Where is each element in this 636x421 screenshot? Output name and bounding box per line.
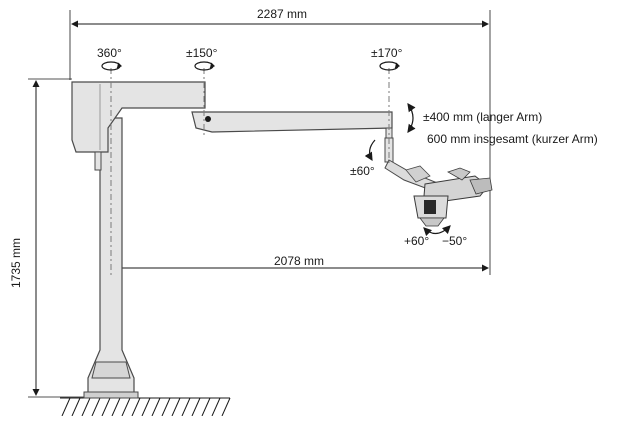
rotation-axes <box>110 68 390 275</box>
floor-hatching <box>60 397 231 417</box>
reach-label: 2078 mm <box>274 254 325 268</box>
second-arm <box>191 111 393 139</box>
column-rotation-label: 360° <box>97 46 122 60</box>
rotation-arrows <box>101 61 451 237</box>
extension-lines <box>28 10 491 398</box>
carrier-tilt-label: ±60° <box>350 164 375 178</box>
first-arm-rotation-label: ±150° <box>186 46 218 60</box>
optics-tilt-down-label: −50° <box>442 234 468 248</box>
second-arm-rotation-label: ±170° <box>371 46 403 60</box>
long-arm-travel-label: ±400 mm (langer Arm) <box>423 110 543 124</box>
optics-tilt-up-label: +60° <box>404 234 430 248</box>
stand-head <box>71 81 206 171</box>
short-arm-travel-label: 600 mm insgesamt (kurzer Arm) <box>427 132 598 146</box>
overall-width-label: 2287 mm <box>257 7 308 21</box>
microscope-optics <box>413 167 493 227</box>
stand-column <box>83 117 139 399</box>
height-label: 1735 mm <box>9 237 23 288</box>
